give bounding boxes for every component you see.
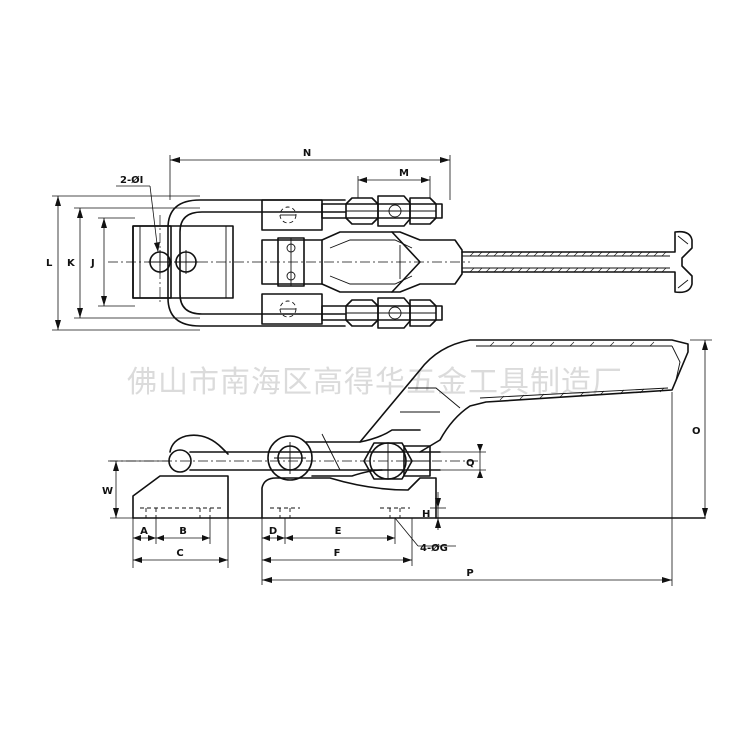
- dim-label-o: O: [692, 426, 701, 437]
- dim-label-n: N: [303, 148, 311, 159]
- dim-label-j: J: [90, 258, 95, 269]
- dim-label-c: C: [176, 548, 183, 559]
- dim-label-holes-bottom: 4-ØG: [420, 542, 448, 554]
- dim-label-d: D: [269, 526, 277, 537]
- dim-label-q: Q: [466, 458, 475, 469]
- dim-label-k: K: [67, 258, 76, 269]
- dim-label-a: A: [140, 526, 148, 537]
- dim-label-f: F: [334, 548, 341, 559]
- dim-label-m: M: [399, 168, 409, 179]
- dim-label-w: W: [102, 486, 113, 497]
- side-view: O Q W H A B C: [102, 339, 712, 586]
- top-view: N M 2-ØI L K J: [46, 148, 693, 331]
- dim-label-p: P: [466, 568, 473, 579]
- dim-label-h: H: [422, 509, 430, 520]
- dim-label-e: E: [335, 526, 342, 537]
- dim-label-holes-top: 2-ØI: [120, 174, 143, 186]
- dim-label-l: L: [46, 258, 53, 269]
- watermark-text: 佛山市南海区高得华五金工具制造厂: [127, 365, 623, 400]
- dim-label-b: B: [179, 526, 187, 537]
